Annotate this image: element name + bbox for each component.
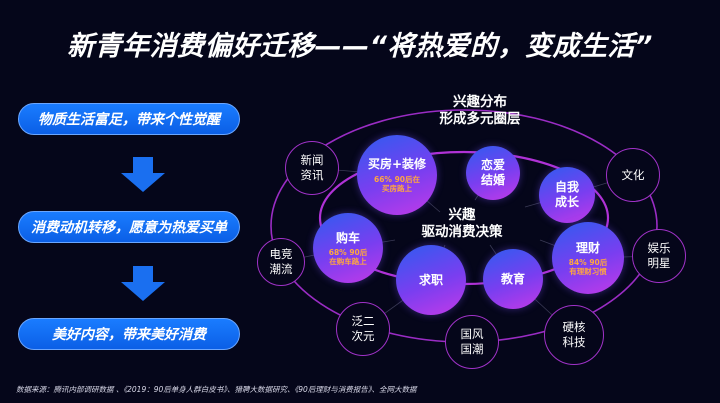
circle-text: 购车: [335, 230, 360, 245]
interest-job: 求职: [396, 245, 466, 315]
circle-text: 次元: [351, 329, 375, 343]
circle-stat: 66% 90后在: [374, 175, 420, 184]
circle-text: 硬核: [562, 320, 586, 334]
inner-ring-label: 兴趣 驱动消费决策: [382, 207, 542, 241]
label-line: 兴趣分布: [453, 94, 507, 110]
circle-text: 潮流: [269, 262, 293, 276]
circle-text: 电竞: [269, 247, 293, 261]
circle-text: 国风: [460, 327, 484, 341]
interest-culture: 文化: [606, 148, 660, 202]
flow-step-2: 消费动机转移，愿意为热爱买单: [18, 211, 240, 243]
circle-text: 泛二: [351, 314, 375, 328]
circle-stat: 在购车路上: [329, 256, 367, 266]
circle-stat: 有理财习惯: [569, 266, 607, 276]
outer-ring-label: 兴趣分布 形成多元圈层: [400, 94, 560, 128]
arrow-down-icon: [121, 266, 165, 301]
circle-text: 教育: [500, 271, 525, 286]
circle-text: 娱乐: [647, 241, 671, 255]
circle-text: 国潮: [460, 342, 484, 356]
circle-text: 成长: [554, 195, 579, 209]
circle-text: 买房+装修: [367, 157, 427, 171]
circle-text: 资讯: [300, 168, 324, 182]
interest-guochao: 国风国潮: [445, 315, 499, 369]
circle-text: 明星: [647, 256, 671, 270]
page-title: 新青年消费偏好迁移——“将热爱的，变成生活”: [67, 31, 653, 62]
interest-esports: 电竞潮流: [257, 238, 305, 286]
circle-text: 求职: [418, 272, 443, 287]
label-line: 兴趣: [448, 207, 476, 223]
interest-tech: 硬核科技: [544, 305, 604, 365]
label-line: 驱动消费决策: [421, 224, 503, 240]
interest-entertainment: 娱乐明星: [632, 229, 686, 283]
data-source-footnote: 数据来源：腾讯内部调研数据 、《2019：90后单身人群白皮书》、猎聘大数据研究…: [16, 385, 417, 394]
circle-stat: 84% 90后: [568, 257, 608, 267]
interest-car: 购车 68% 90后在购车路上: [313, 213, 383, 283]
interest-news: 新闻资讯: [285, 141, 339, 195]
label-line: 形成多元圈层: [439, 111, 521, 127]
flow-step-3: 美好内容，带来美好消费: [18, 318, 240, 350]
circle-text: 结婚: [480, 173, 505, 187]
interest-acg: 泛二次元: [336, 302, 390, 356]
arrow-down-icon: [121, 157, 165, 192]
circle-text: 理财: [575, 240, 600, 255]
interest-growth: 自我成长: [539, 167, 595, 223]
circle-stat: 68% 90后: [328, 247, 368, 257]
circle-stat: 买房路上: [382, 184, 412, 193]
interest-love: 恋爱结婚: [466, 146, 520, 200]
interest-education: 教育: [483, 249, 543, 309]
interest-finance: 理财 84% 90后有理财习惯: [552, 222, 624, 294]
interest-housing: 买房+装修 66% 90后在买房路上: [357, 135, 437, 215]
circle-text: 文化: [621, 167, 645, 182]
circle-text: 自我: [554, 180, 579, 194]
circle-text: 恋爱: [480, 158, 505, 172]
circle-text: 新闻: [300, 153, 324, 167]
circle-text: 科技: [562, 335, 586, 349]
flow-step-1: 物质生活富足，带来个性觉醒: [18, 103, 240, 135]
